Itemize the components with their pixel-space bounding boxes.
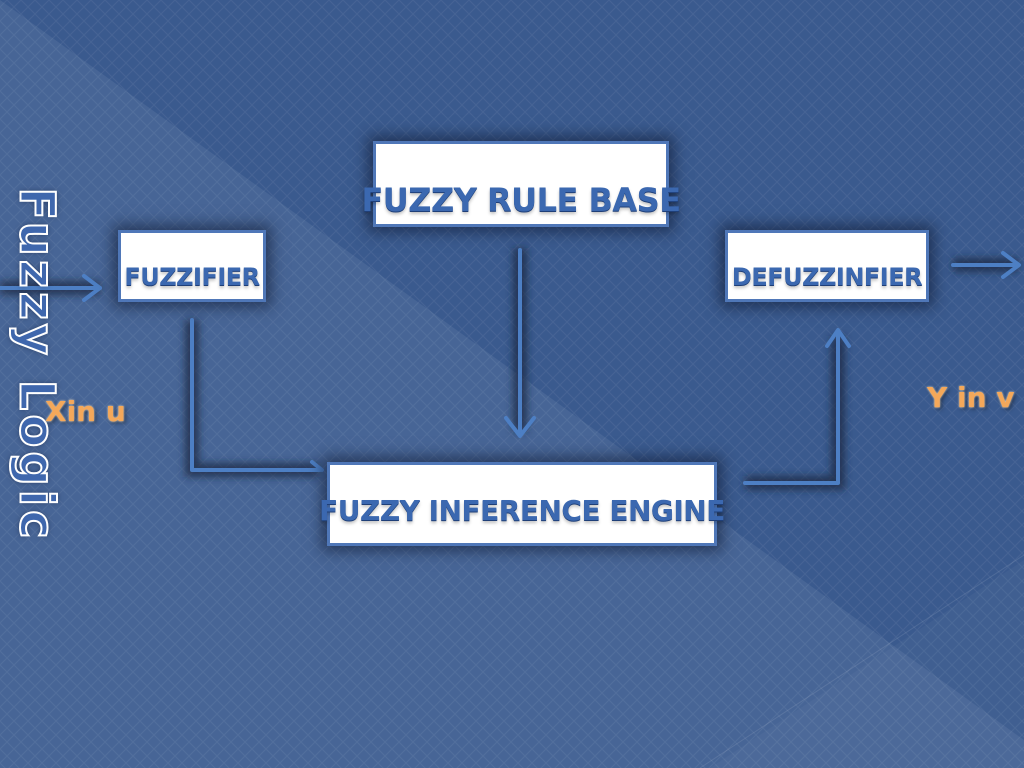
defuzzifier-label: DEFUZZINFIER bbox=[731, 263, 923, 291]
fuzzifier-label: FUZZIFIER bbox=[124, 263, 260, 291]
rule-base-label: FUZZY RULE BASE bbox=[361, 181, 681, 219]
engine-to-defuzzifier-arrow bbox=[743, 330, 840, 485]
output-label: Y in v bbox=[927, 381, 1015, 414]
fuzzifier-to-engine-arrow bbox=[190, 318, 322, 472]
inference-engine-label: FUZZY INFERENCE ENGINE bbox=[319, 494, 725, 527]
inference-engine-block: FUZZY INFERENCE ENGINE bbox=[319, 462, 725, 546]
arrows bbox=[0, 248, 1021, 485]
rulebase-to-engine-arrow-head bbox=[504, 416, 536, 438]
output-arrow-head bbox=[1001, 251, 1021, 279]
fuzzifier-to-engine-arrow-head bbox=[310, 460, 324, 472]
rule-base-block: FUZZY RULE BASE bbox=[361, 141, 681, 227]
fuzzifier-block: FUZZIFIER bbox=[118, 230, 266, 302]
engine-to-defuzzifier-arrow-head bbox=[825, 328, 851, 348]
input-arrow-head bbox=[82, 274, 102, 302]
side-title-text: Fuzzy Logic bbox=[8, 186, 66, 543]
defuzzifier-block: DEFUZZINFIER bbox=[725, 230, 929, 302]
input-label: Xin u bbox=[45, 395, 126, 428]
side-title: Fuzzy Logic bbox=[8, 186, 66, 543]
